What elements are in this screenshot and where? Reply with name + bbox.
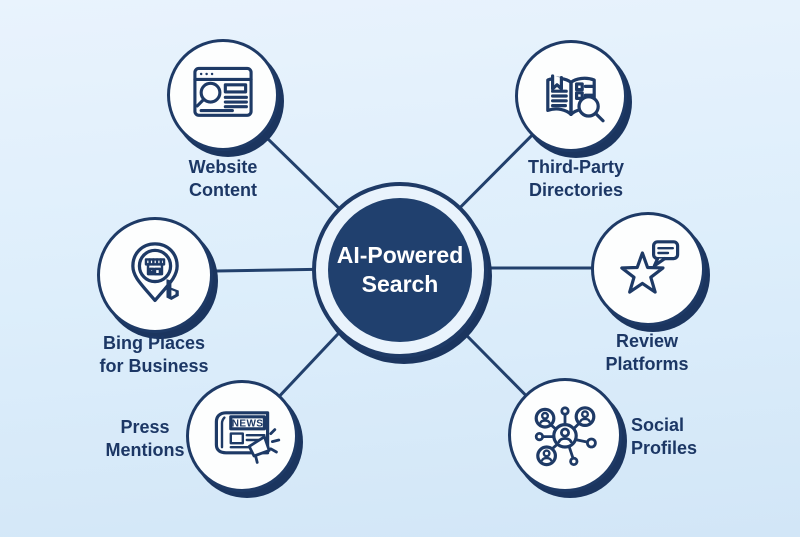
label-line: Website [188,157,258,177]
label-line: Review [615,331,679,351]
directory-book-magnifier-icon [531,56,611,136]
map-pin-storefront-icon [114,234,196,316]
center-title-line2: Search [361,271,439,297]
node-third-party-directories [515,40,627,152]
label-line: Bing Places [102,333,206,353]
label-line: Social [631,415,685,435]
label-line: Content [189,180,257,200]
label-line: Profiles [631,438,698,458]
center-title-line1: AI-Powered [336,242,464,268]
label-line: Directories [528,180,624,200]
social-network-icon [525,395,605,475]
node-review-platforms [591,212,705,326]
label-social-profiles: Social Profiles [631,414,771,460]
star-comment-icon [608,229,688,309]
label-third-party-directories: Third-Party Directories [486,156,666,202]
newspaper-megaphone-icon: NEWS [202,396,282,476]
label-press-mentions: Press Mentions [75,416,215,462]
label-website-content: Website Content [143,156,303,202]
node-social-profiles [508,378,622,492]
node-press-mentions: NEWS [186,380,298,492]
news-masthead-text: NEWS [232,418,264,429]
label-bing-places: Bing Places for Business [64,332,244,378]
label-line: Platforms [605,354,689,374]
label-review-platforms: Review Platforms [567,330,727,376]
center-node: AI-Powered Search [312,182,488,358]
label-line: Third-Party [527,157,624,177]
label-line: Press [120,417,170,437]
label-line: Mentions [105,440,185,460]
node-bing-places [97,217,213,333]
center-node-body: AI-Powered Search [328,198,472,342]
node-website-content [167,39,279,151]
label-line: for Business [99,356,209,376]
browser-search-icon [184,56,262,134]
